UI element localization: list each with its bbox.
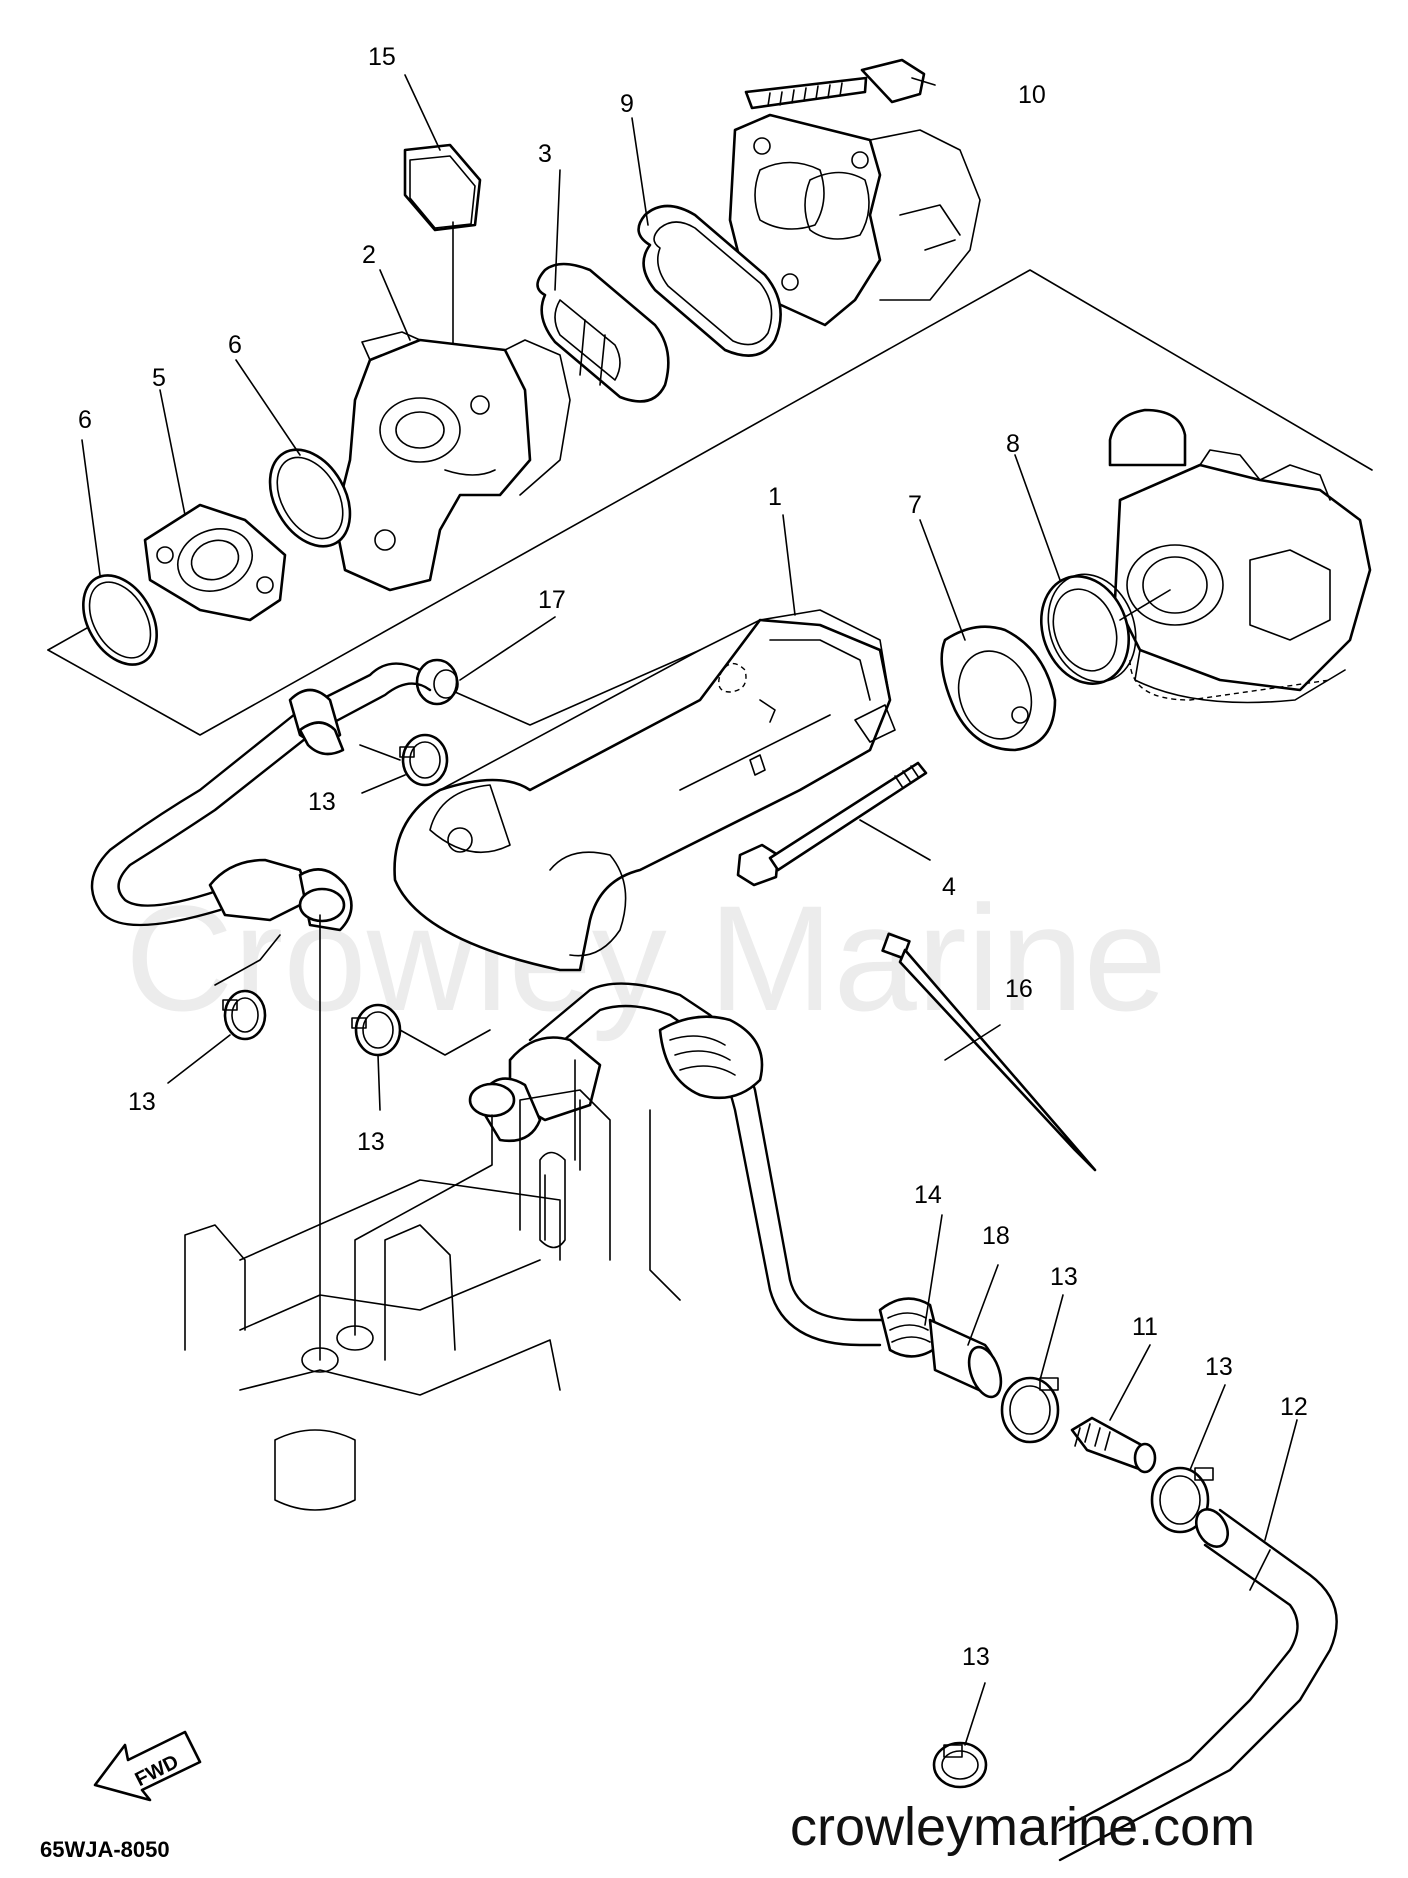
site-url[interactable]: crowleymarine.com bbox=[790, 1797, 1255, 1857]
callout-10: 10 bbox=[1018, 81, 1046, 109]
callout-4: 4 bbox=[942, 873, 956, 901]
engine-block-reference bbox=[184, 1059, 681, 1511]
callout-1: 1 bbox=[768, 483, 782, 511]
lower-hose[interactable] bbox=[468, 982, 942, 1358]
part-3-gasket[interactable] bbox=[536, 262, 670, 403]
upper-assembly-frame bbox=[47, 269, 1373, 736]
part-5-flange[interactable] bbox=[143, 503, 287, 622]
part-2-bracket[interactable] bbox=[333, 331, 571, 592]
part-7-flange-gasket[interactable] bbox=[940, 625, 1057, 752]
part-6-o-ring-outer[interactable] bbox=[68, 562, 171, 677]
callout-15: 15 bbox=[368, 43, 396, 71]
callout-12: 12 bbox=[1280, 1393, 1308, 1421]
part-17-link-line bbox=[454, 649, 701, 726]
clamp-link-line-a bbox=[359, 744, 401, 761]
callout-2: 2 bbox=[362, 241, 376, 269]
callout-14: 14 bbox=[914, 1181, 942, 1209]
part-6-o-ring-inner[interactable] bbox=[254, 435, 367, 560]
part-9-gasket[interactable] bbox=[637, 204, 782, 357]
callout-13-middle: 13 bbox=[357, 1128, 385, 1156]
part-12-hose[interactable] bbox=[1058, 1504, 1338, 1862]
part-17-grommet[interactable] bbox=[415, 658, 459, 706]
diagram-code: 65WJA-8050 bbox=[40, 1837, 170, 1862]
part-16-cable-tie[interactable] bbox=[881, 932, 1097, 1172]
part-8-link-line bbox=[1119, 589, 1171, 621]
part-10-bolt[interactable] bbox=[744, 58, 926, 110]
part-13-clamp-lower-a[interactable] bbox=[1000, 1376, 1060, 1444]
callout-13-left: 13 bbox=[128, 1088, 156, 1116]
callout-7: 7 bbox=[908, 491, 922, 519]
callout-9: 9 bbox=[620, 90, 634, 118]
clamp-link-line-b bbox=[214, 934, 281, 986]
callout-11: 11 bbox=[1132, 1313, 1158, 1341]
part-13-clamp-lower-b[interactable] bbox=[1150, 1466, 1214, 1534]
intake-manifold-reference bbox=[728, 113, 981, 327]
callout-18: 18 bbox=[982, 1222, 1010, 1250]
callout-labels: 1 2 3 4 5 6 6 7 8 9 10 11 12 13 13 13 13… bbox=[78, 43, 1308, 1671]
callout-17: 17 bbox=[538, 586, 566, 614]
callout-13-lower-a: 13 bbox=[1050, 1263, 1078, 1291]
fwd-direction-arrow: FWD bbox=[93, 1730, 202, 1802]
leader-lines bbox=[81, 74, 1298, 1746]
upper-hose[interactable] bbox=[90, 662, 432, 932]
callout-8: 8 bbox=[1006, 430, 1020, 458]
callout-6-inner: 6 bbox=[228, 331, 242, 359]
part-15-clip[interactable] bbox=[403, 143, 482, 232]
callout-13-lower-b: 13 bbox=[1205, 1353, 1233, 1381]
callout-16: 16 bbox=[1005, 975, 1033, 1003]
callout-3: 3 bbox=[538, 140, 552, 168]
part-11-hose-joint[interactable] bbox=[1070, 1416, 1157, 1474]
part-8-seal-ring[interactable] bbox=[1027, 562, 1151, 696]
part-4-bolt[interactable] bbox=[736, 761, 928, 887]
engine-link-line-b bbox=[354, 1114, 493, 1336]
callout-6-outer: 6 bbox=[78, 406, 92, 434]
callout-13-upper: 13 bbox=[308, 788, 336, 816]
part-13-clamp-bottom[interactable] bbox=[932, 1741, 988, 1789]
carburetor-reference bbox=[1108, 408, 1372, 704]
clamp-link-line-c bbox=[399, 1029, 491, 1056]
callout-5: 5 bbox=[152, 364, 166, 392]
part-13-clamp-upper[interactable] bbox=[399, 733, 449, 787]
part-18-hose-end[interactable] bbox=[928, 1318, 1007, 1401]
callout-13-bottom: 13 bbox=[962, 1643, 990, 1671]
part-13-clamp-left[interactable] bbox=[222, 989, 267, 1041]
